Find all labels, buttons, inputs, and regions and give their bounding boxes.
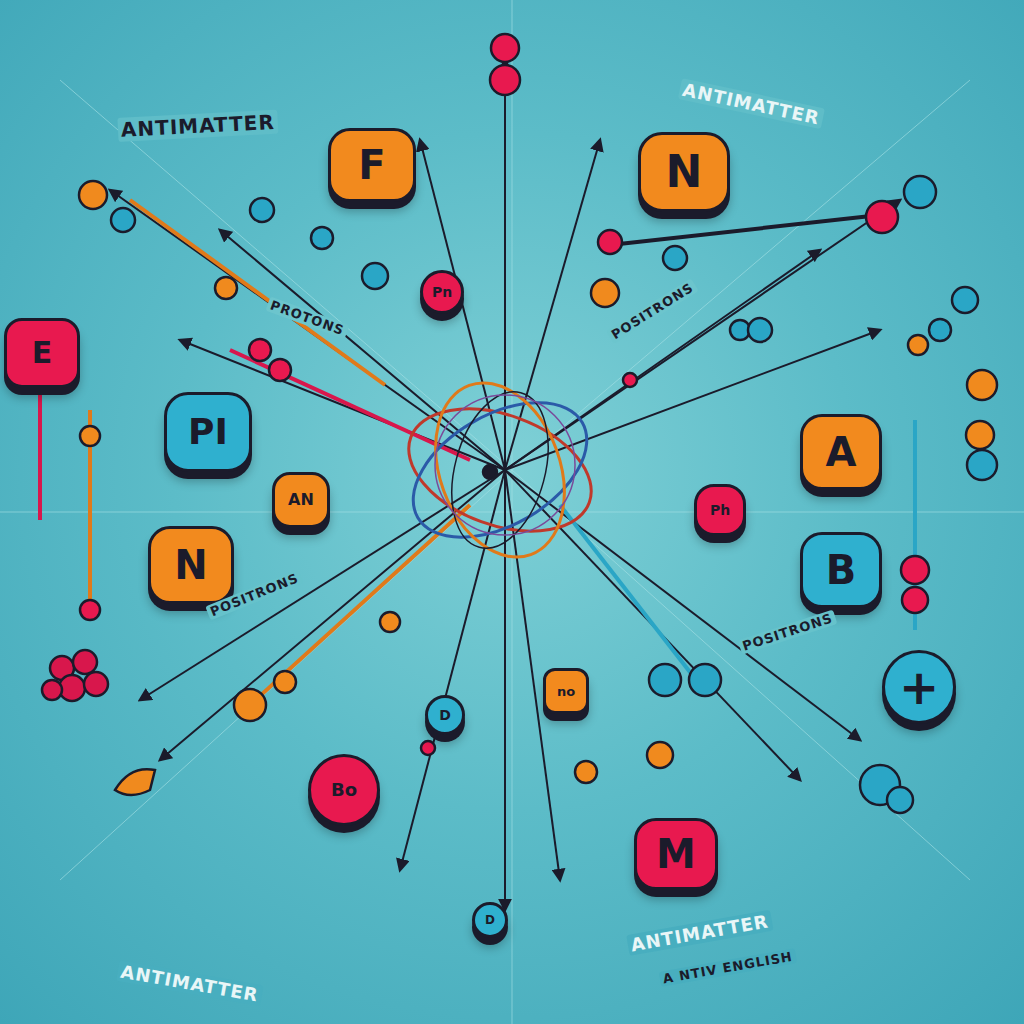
- particle-symbol: B: [826, 550, 857, 590]
- diagram-label: POSITRONS: [738, 609, 838, 654]
- particle-disk: Ph: [694, 484, 746, 536]
- particle-disk: F: [328, 128, 416, 202]
- particle-symbol: N: [666, 150, 703, 194]
- particle-disk: B: [800, 532, 882, 608]
- particle-symbol: D: [485, 914, 495, 926]
- particle-symbol: PI: [188, 414, 228, 450]
- particle-balls: [79, 34, 997, 783]
- particle-symbol: F: [358, 145, 385, 185]
- particle-disk: AN: [272, 472, 330, 528]
- particle-disk: E: [4, 318, 80, 388]
- particle-symbol: E: [32, 338, 53, 368]
- particle-disk: N: [148, 526, 234, 604]
- particle-disk: M: [634, 818, 718, 890]
- particle-symbol: N: [174, 545, 207, 585]
- particle-symbol: no: [557, 685, 575, 698]
- diagram-label: ANTIMATTER: [678, 78, 825, 129]
- particle-disk: no: [543, 668, 589, 714]
- diagram-label: ANTIMATTER: [117, 110, 278, 142]
- particle-disk: Bo: [308, 754, 380, 826]
- particle-symbol: M: [656, 834, 696, 874]
- particle-disk: N: [638, 132, 730, 212]
- particle-disk: PI: [164, 392, 252, 472]
- particle-disk: D: [472, 902, 508, 938]
- particle-disk: +: [882, 650, 956, 724]
- colored-rods: [40, 200, 915, 705]
- particle-disk: D: [425, 695, 465, 735]
- particle-symbol: Ph: [710, 503, 730, 517]
- particle-symbol: +: [899, 663, 939, 711]
- diagram-label: ANTIMATTER: [626, 910, 773, 956]
- particle-disk: Pn: [420, 270, 464, 314]
- clusters: [42, 650, 913, 813]
- particle-symbol: Pn: [432, 285, 452, 299]
- particle-symbol: D: [439, 708, 451, 722]
- diagram-label: PROTONS: [265, 296, 349, 339]
- diagram-label: A NTIV ENGLISH: [659, 948, 797, 987]
- particle-disk: A: [800, 414, 882, 490]
- particle-symbol: AN: [288, 492, 314, 508]
- central-knot: [390, 365, 610, 575]
- diagram-label: ANTIMATTER: [116, 960, 263, 1006]
- particle-symbol: Bo: [331, 781, 357, 799]
- particle-symbol: A: [826, 432, 857, 472]
- diagram-label: POSITRONS: [606, 278, 699, 344]
- radiating-arrows: [110, 60, 900, 910]
